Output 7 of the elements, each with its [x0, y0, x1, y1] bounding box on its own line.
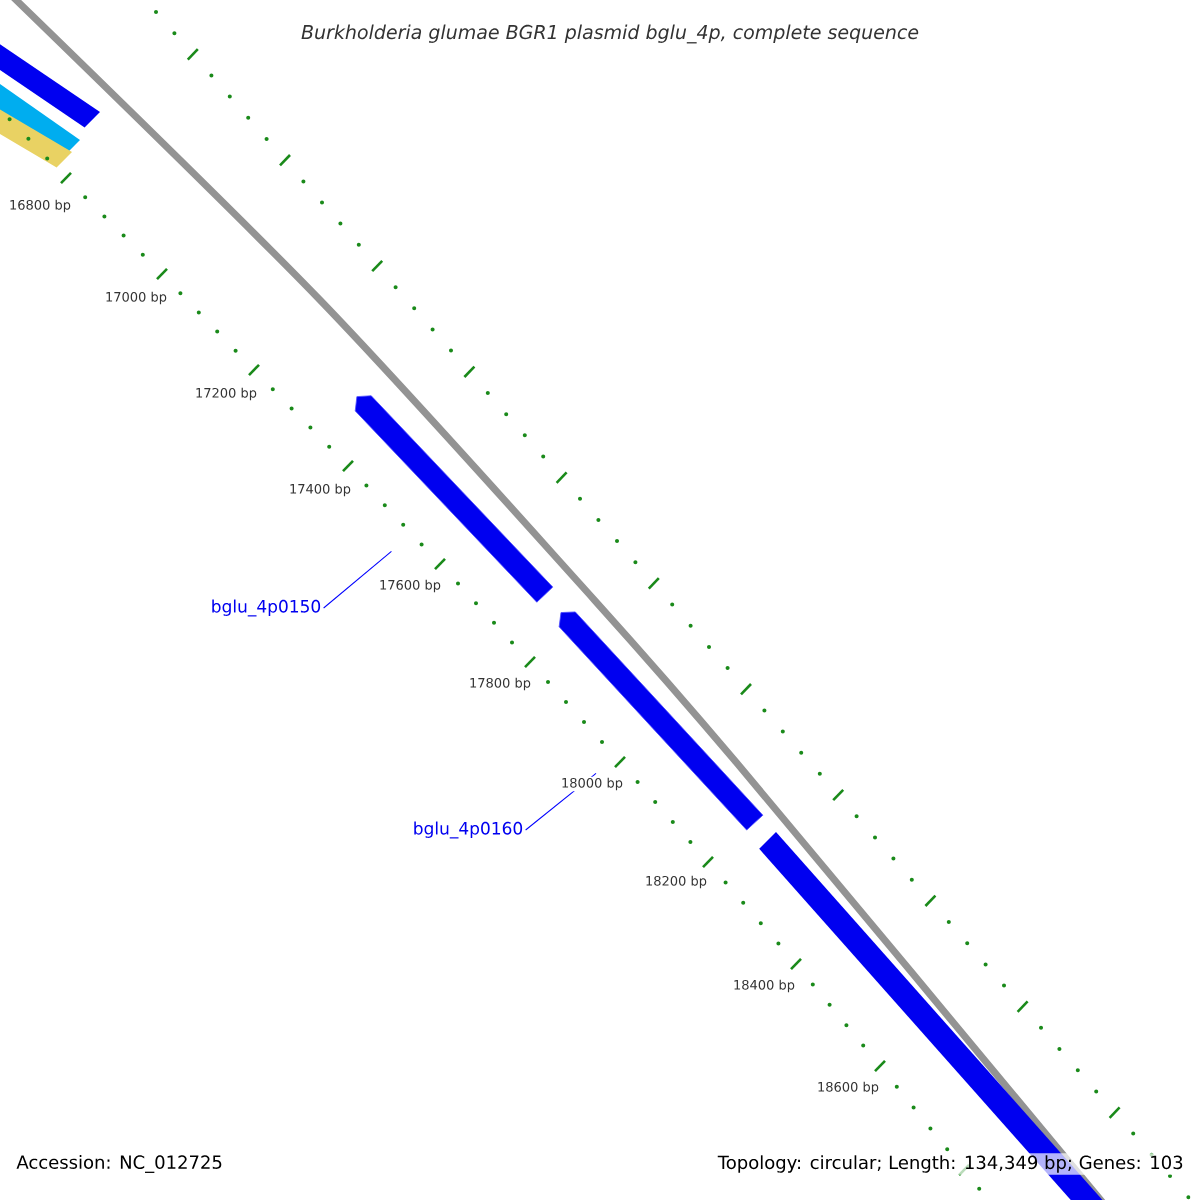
gene-label: bglu_4p0150: [212, 599, 321, 617]
gene-arrow: [354, 395, 554, 603]
topology-text: Topology: circular; Length: 134,349 bp; Genes: 103: [715, 1153, 1186, 1175]
gene-label: bglu_4p0160: [414, 821, 523, 839]
accession-text: Accession: NC_012725: [14, 1153, 225, 1175]
title: Burkholderia glumae BGR1 plasmid bglu_4p, complete sequence: [301, 24, 919, 44]
gene-arrow: [558, 611, 764, 831]
